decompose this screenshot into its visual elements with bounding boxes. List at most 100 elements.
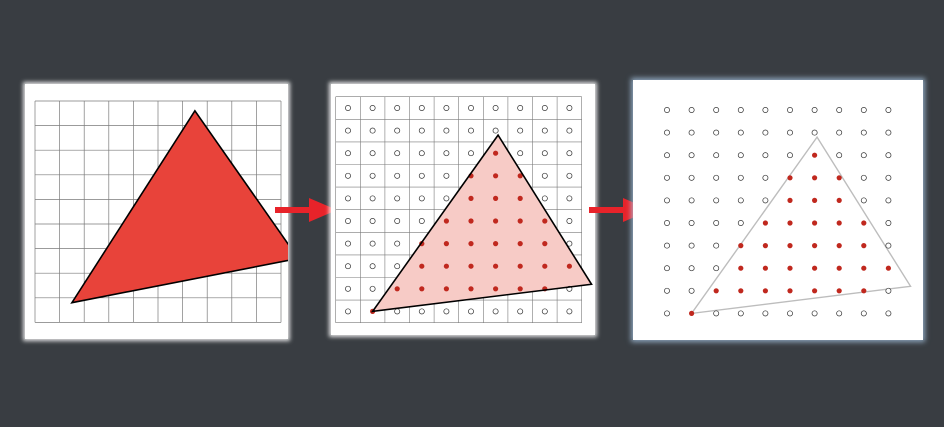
filled-triangle bbox=[70, 109, 288, 304]
covered-sample-point bbox=[517, 286, 523, 292]
empty-sample-point bbox=[762, 107, 769, 113]
empty-sample-point bbox=[688, 152, 695, 159]
empty-sample-point bbox=[688, 265, 695, 272]
empty-sample-point bbox=[345, 195, 351, 202]
covered-sample-point bbox=[468, 218, 474, 224]
covered-sample-point bbox=[517, 263, 523, 269]
empty-sample-point bbox=[688, 220, 695, 226]
empty-sample-point bbox=[762, 152, 769, 159]
covered-sample-point bbox=[517, 241, 523, 247]
covered-sample-point bbox=[861, 243, 867, 249]
empty-sample-point bbox=[713, 197, 720, 204]
covered-sample-point bbox=[836, 175, 842, 181]
covered-sample-point bbox=[493, 263, 499, 269]
empty-sample-point bbox=[443, 308, 450, 315]
covered-sample-point bbox=[738, 288, 744, 294]
covered-sample-point bbox=[443, 286, 449, 292]
empty-sample-point bbox=[737, 174, 744, 181]
empty-sample-point bbox=[885, 197, 892, 204]
empty-sample-point bbox=[541, 150, 548, 157]
covered-sample-point bbox=[713, 288, 719, 294]
empty-sample-point bbox=[394, 150, 401, 157]
empty-sample-point bbox=[369, 218, 376, 224]
empty-sample-point bbox=[688, 287, 695, 294]
empty-sample-point bbox=[517, 150, 524, 157]
empty-sample-point bbox=[713, 265, 720, 272]
empty-sample-point bbox=[713, 242, 720, 249]
empty-sample-point bbox=[394, 218, 401, 224]
empty-sample-point bbox=[688, 107, 695, 113]
empty-sample-point bbox=[836, 129, 843, 136]
empty-sample-point bbox=[566, 195, 573, 202]
empty-sample-point bbox=[664, 197, 670, 204]
empty-sample-point bbox=[418, 308, 425, 315]
covered-sample-point bbox=[689, 310, 695, 316]
empty-sample-point bbox=[345, 285, 351, 292]
empty-sample-point bbox=[468, 127, 474, 134]
sampling-panel bbox=[331, 84, 595, 335]
empty-sample-point bbox=[369, 150, 376, 157]
empty-sample-point bbox=[369, 127, 376, 134]
empty-sample-point bbox=[394, 240, 401, 247]
empty-sample-point bbox=[394, 105, 401, 111]
empty-sample-point bbox=[468, 105, 474, 111]
empty-sample-point bbox=[492, 127, 499, 134]
rasterized-points-panel bbox=[633, 80, 923, 340]
filled-triangle-canvas bbox=[34, 100, 288, 323]
covered-sample-point bbox=[493, 218, 499, 224]
empty-sample-point bbox=[737, 197, 744, 204]
covered-sample-point bbox=[443, 263, 449, 269]
empty-sample-point bbox=[787, 107, 793, 113]
empty-sample-point bbox=[787, 129, 793, 136]
empty-sample-point bbox=[566, 127, 573, 134]
covered-sample-point bbox=[836, 243, 842, 249]
empty-sample-point bbox=[345, 105, 351, 111]
empty-sample-point bbox=[492, 308, 499, 315]
empty-sample-point bbox=[664, 129, 670, 136]
covered-sample-point bbox=[566, 263, 572, 269]
empty-sample-point bbox=[688, 174, 695, 181]
covered-sample-point bbox=[861, 288, 867, 294]
empty-sample-point bbox=[468, 150, 474, 157]
empty-sample-point bbox=[836, 152, 843, 159]
empty-sample-point bbox=[737, 107, 744, 113]
empty-sample-point bbox=[885, 152, 892, 159]
empty-sample-point bbox=[345, 308, 351, 315]
empty-sample-point bbox=[885, 242, 892, 249]
empty-sample-point bbox=[860, 174, 867, 181]
empty-sample-point bbox=[688, 129, 695, 136]
covered-sample-point bbox=[762, 220, 768, 226]
empty-sample-point bbox=[885, 129, 892, 136]
empty-sample-point bbox=[885, 107, 892, 113]
empty-sample-point bbox=[517, 308, 524, 315]
empty-sample-point bbox=[566, 218, 573, 224]
empty-sample-point bbox=[737, 220, 744, 226]
triangle-coverage-fill bbox=[372, 135, 592, 312]
empty-sample-point bbox=[566, 172, 573, 179]
covered-sample-point bbox=[836, 220, 842, 226]
empty-sample-point bbox=[443, 105, 450, 111]
sampling-canvas bbox=[335, 96, 593, 323]
empty-sample-point bbox=[418, 218, 425, 224]
empty-sample-point bbox=[369, 240, 376, 247]
empty-sample-point bbox=[860, 129, 867, 136]
covered-sample-point bbox=[493, 150, 499, 156]
empty-sample-point bbox=[713, 152, 720, 159]
covered-sample-point bbox=[812, 197, 818, 203]
covered-sample-point bbox=[419, 286, 425, 292]
empty-sample-point bbox=[713, 129, 720, 136]
covered-sample-point bbox=[419, 263, 425, 269]
empty-sample-point bbox=[345, 218, 351, 224]
empty-sample-point bbox=[762, 174, 769, 181]
covered-sample-point bbox=[762, 265, 768, 271]
empty-sample-point bbox=[418, 150, 425, 157]
empty-sample-point bbox=[787, 152, 793, 159]
empty-sample-point bbox=[860, 197, 867, 204]
empty-sample-point bbox=[566, 105, 573, 111]
empty-sample-point bbox=[762, 129, 769, 136]
covered-sample-point bbox=[738, 243, 744, 249]
empty-sample-point bbox=[762, 310, 769, 317]
empty-sample-point bbox=[664, 152, 670, 159]
empty-sample-point bbox=[860, 310, 867, 317]
covered-sample-point bbox=[812, 220, 818, 226]
